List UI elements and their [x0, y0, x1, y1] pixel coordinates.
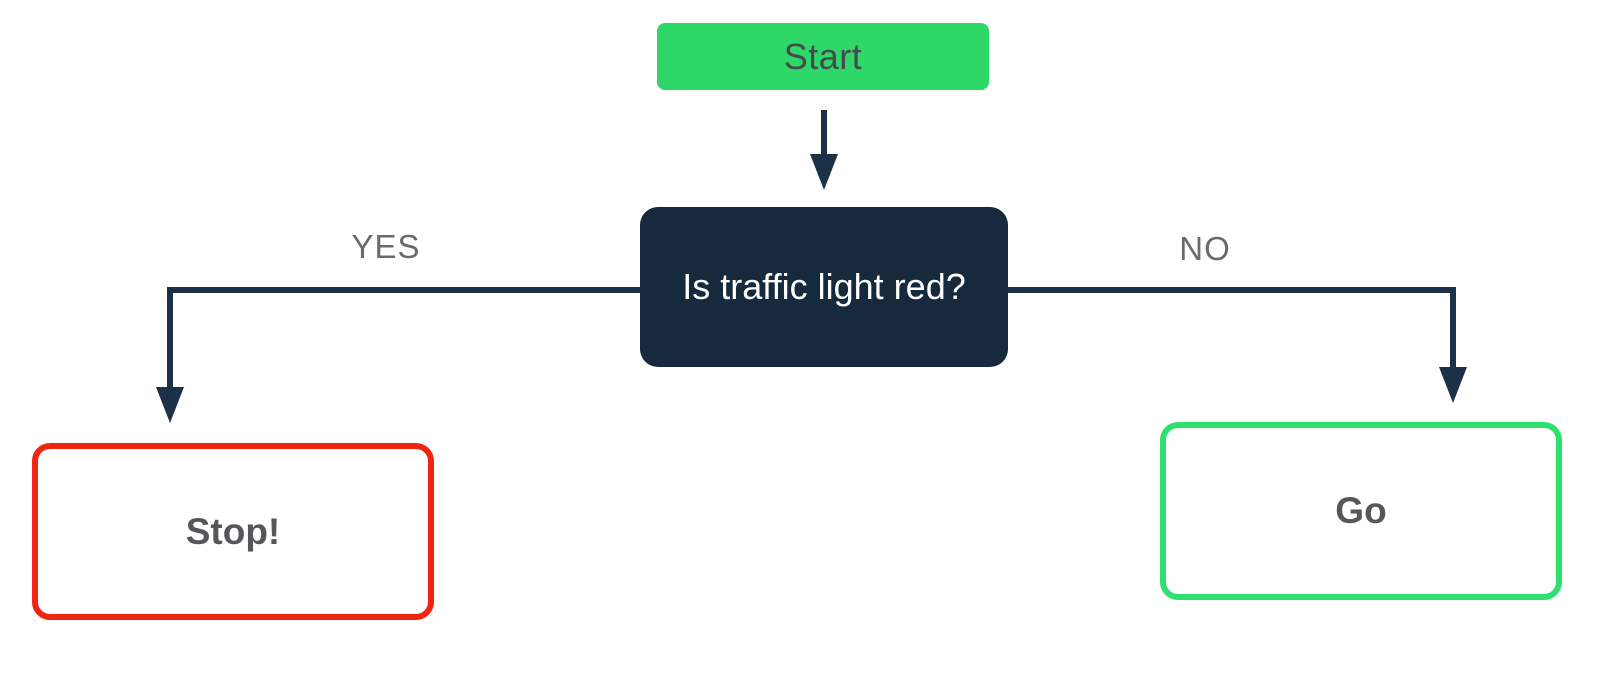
no-branch-label: NO	[1179, 230, 1231, 267]
yes-branch-label: YES	[351, 228, 421, 265]
arrow-line	[821, 110, 827, 156]
arrow-head-down-icon	[810, 154, 838, 190]
stop-node: Stop!	[32, 443, 434, 620]
arrow-line	[1008, 287, 1456, 293]
decision-node: Is traffic light red?	[640, 207, 1008, 367]
decision-node-label: Is traffic light red?	[682, 266, 966, 307]
arrow-head-down-icon	[1439, 367, 1467, 403]
stop-node-label: Stop!	[185, 510, 281, 552]
go-node-label: Go	[1335, 490, 1387, 531]
arrow-line	[167, 287, 640, 293]
start-node: Start	[657, 23, 989, 90]
arrow-line	[1450, 287, 1456, 367]
arrow-head-down-icon	[156, 387, 184, 423]
arrow-line	[167, 287, 173, 387]
start-node-label: Start	[783, 35, 863, 77]
go-node: Go	[1160, 422, 1562, 600]
